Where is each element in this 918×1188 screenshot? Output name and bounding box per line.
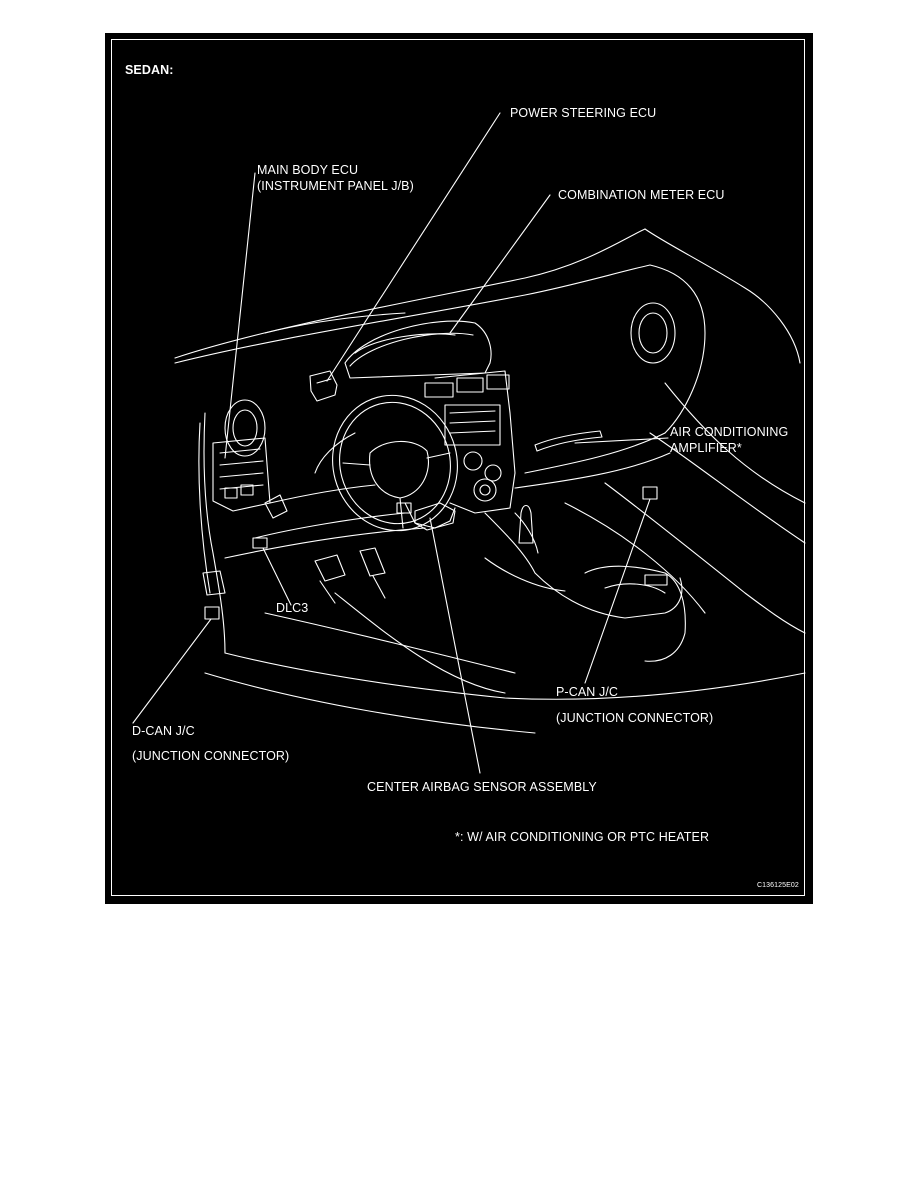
label-combination-meter-ecu: COMBINATION METER ECU bbox=[558, 188, 725, 202]
climate-knob-right bbox=[473, 478, 497, 502]
center-vent-mid bbox=[456, 377, 484, 393]
console bbox=[484, 512, 683, 619]
leader-combination-meter bbox=[449, 194, 551, 334]
windshield-edge bbox=[174, 228, 646, 359]
label-power-steering-ecu: POWER STEERING ECU bbox=[510, 106, 657, 120]
diagram-figure: SEDAN: POWER STEERING ECU MAIN BODY ECU … bbox=[105, 33, 813, 904]
center-stack bbox=[434, 370, 516, 514]
label-main-body-ecu-line2: (INSTRUMENT PANEL J/B) bbox=[257, 179, 414, 193]
armrest bbox=[584, 565, 686, 662]
center-airbag-sensor bbox=[414, 502, 456, 531]
climate-knob-left bbox=[463, 451, 483, 471]
climate-knob-mid bbox=[484, 464, 502, 482]
leader-d-can bbox=[132, 618, 212, 724]
dash-top-right bbox=[649, 264, 706, 434]
armrest-pocket bbox=[644, 574, 668, 586]
right-air-vent bbox=[630, 302, 676, 364]
leader-center-airbag bbox=[429, 517, 481, 774]
label-main-body-ecu-line1: MAIN BODY ECU bbox=[257, 163, 359, 177]
left-air-vent bbox=[224, 399, 266, 457]
center-vent-right bbox=[486, 374, 510, 390]
figure-code: C136125E02 bbox=[757, 882, 799, 889]
label-d-can-line1: D-CAN J/C bbox=[132, 724, 195, 738]
leader-air-conditioning bbox=[574, 437, 669, 444]
leader-p-can bbox=[584, 498, 651, 684]
label-air-conditioning-line2: AMPLIFIER* bbox=[670, 441, 742, 455]
power-steering-ecu-box bbox=[309, 370, 338, 402]
label-d-can-line2: (JUNCTION CONNECTOR) bbox=[132, 749, 290, 763]
center-vent-left bbox=[424, 382, 454, 398]
combination-meter bbox=[344, 320, 492, 364]
leader-main-body bbox=[224, 172, 256, 459]
gear-shifter bbox=[518, 504, 534, 544]
dashboard-illustration bbox=[132, 112, 806, 774]
d-can-connector bbox=[204, 606, 220, 620]
figure-inner-border bbox=[111, 39, 805, 896]
label-p-can-line1: P-CAN J/C bbox=[556, 685, 619, 699]
glovebox-handle bbox=[534, 430, 603, 452]
dlc3-connector bbox=[252, 537, 268, 549]
footnote: *: W/ AIR CONDITIONING OR PTC HEATER bbox=[455, 830, 710, 844]
label-center-airbag: CENTER AIRBAG SENSOR ASSEMBLY bbox=[367, 780, 597, 794]
p-can-connector bbox=[642, 486, 658, 500]
accelerator-pedal bbox=[359, 547, 386, 577]
steering-hub bbox=[369, 440, 429, 499]
label-air-conditioning-line1: AIR CONDITIONING bbox=[670, 425, 789, 439]
label-dlc3: DLC3 bbox=[276, 601, 309, 615]
leader-power-steering bbox=[326, 112, 501, 382]
instrument-panel-jb bbox=[212, 437, 271, 512]
leader-dlc3 bbox=[262, 547, 292, 606]
brake-pedal bbox=[314, 554, 346, 582]
dash-top-line bbox=[174, 264, 651, 364]
section-label: SEDAN: bbox=[125, 63, 174, 77]
steering-wheel bbox=[332, 394, 458, 532]
label-p-can-line2: (JUNCTION CONNECTOR) bbox=[556, 711, 714, 725]
